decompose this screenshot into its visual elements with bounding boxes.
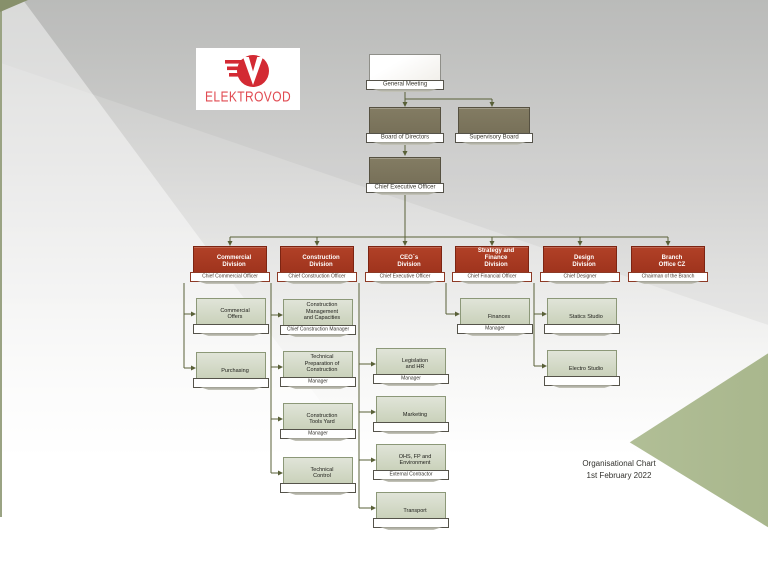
unit-band: Chief Construction Manager (280, 325, 356, 335)
ceo-band: Chief Executive Officer (366, 183, 444, 193)
unit-node-statics-studio: Statics Studio (544, 298, 620, 334)
unit-node-technical-preparation: Technical Preparation of Construction Ma… (280, 351, 356, 387)
org-node-supervisory-board: Supervisory Board (455, 107, 533, 143)
supervisory-label: Supervisory Board (469, 134, 519, 141)
division-officer-label: Chief Designer (563, 273, 597, 279)
unit-label: Finances (487, 314, 511, 321)
division-title: Construction Division (302, 254, 340, 268)
unit-band-label: Manager (485, 325, 505, 331)
unit-node-technical-control: Technical Control (280, 457, 356, 493)
unit-band: External Contractor (373, 470, 449, 480)
unit-label: Construction Tools Yard (306, 412, 338, 426)
division-officer-band: Chairman of the Branch (628, 272, 708, 282)
unit-band (280, 483, 356, 493)
division-officer-label: Chief Construction Officer (288, 273, 346, 279)
unit-label: Construction Management and Capacities (303, 302, 341, 322)
background-corner-triangle (0, 0, 28, 12)
unit-band-label: Manager (308, 430, 328, 436)
chart-caption: Organisational Chart 1st February 2022 (556, 458, 682, 482)
division-officer-band: Chief Designer (540, 272, 620, 282)
unit-band-label: Manager (308, 378, 328, 384)
division-node-commercial: Commercial Division Chief Commercial Off… (190, 246, 270, 282)
unit-label: Statics Studio (569, 314, 603, 321)
unit-node-finances: Finances Manager (457, 298, 533, 334)
unit-node-construction-management: Construction Management and Capacities C… (280, 299, 356, 335)
division-node-strategy-finance: Strategy and Finance Division Chief Fina… (452, 246, 532, 282)
general-meeting-band: General Meeting (366, 80, 444, 90)
unit-label: Commercial Offers (220, 307, 250, 321)
division-title: Strategy and Finance Division (477, 247, 515, 268)
unit-band: Manager (280, 429, 356, 439)
unit-band: Manager (280, 377, 356, 387)
unit-label: OHS, FP and Environment (398, 453, 432, 467)
unit-band (373, 518, 449, 528)
unit-band (544, 376, 620, 386)
unit-node-construction-tools-yard: Construction Tools Yard Manager (280, 403, 356, 439)
board-label: Board of Directors (380, 134, 430, 141)
unit-band-label: External Contractor (389, 471, 433, 477)
unit-node-legislation-hr: Legislation and HR Manager (373, 348, 449, 384)
elektrovod-ev-icon (225, 55, 269, 87)
org-node-general-meeting: General Meeting (366, 54, 444, 90)
division-title: Commercial Division (216, 254, 252, 268)
chart-caption-date: 1st February 2022 (586, 471, 652, 480)
unit-node-commercial-offers: Commercial Offers (193, 298, 269, 334)
division-node-branch-office-cz: Branch Office CZ Chairman of the Branch (628, 246, 708, 282)
division-officer-band: Chief Commercial Officer (190, 272, 270, 282)
board-band: Board of Directors (366, 133, 444, 143)
unit-band (193, 378, 269, 388)
org-node-board-of-directors: Board of Directors (366, 107, 444, 143)
chart-caption-title: Organisational Chart (582, 459, 656, 468)
unit-node-transport: Transport (373, 492, 449, 528)
unit-band-label: Manager (401, 375, 421, 381)
ceo-label: Chief Executive Officer (374, 184, 436, 191)
unit-node-electro-studio: Electro Studio (544, 350, 620, 386)
unit-label: Transport (403, 508, 427, 515)
unit-band: Manager (457, 324, 533, 334)
unit-label: Electro Studio (568, 366, 604, 373)
unit-node-purchasing: Purchasing (193, 352, 269, 388)
unit-label: Marketing (402, 412, 428, 419)
division-title: CEO´s Division (397, 254, 421, 268)
unit-band (544, 324, 620, 334)
company-logo: ELEKTROVOD (196, 48, 300, 110)
supervisory-band: Supervisory Board (455, 133, 533, 143)
unit-band (373, 422, 449, 432)
division-officer-label: Chairman of the Branch (641, 273, 695, 279)
division-title: Design Division (572, 254, 596, 268)
unit-node-marketing: Marketing (373, 396, 449, 432)
unit-label: Legislation and HR (401, 357, 429, 371)
unit-band: Manager (373, 374, 449, 384)
division-title: Branch Office CZ (658, 254, 686, 268)
division-node-ceos: CEO´s Division Chief Executive Officer (365, 246, 445, 282)
division-officer-label: Chief Executive Officer (379, 273, 431, 279)
company-name: ELEKTROVOD (204, 88, 292, 105)
division-officer-band: Chief Executive Officer (365, 272, 445, 282)
unit-label: Technical Preparation of Construction (304, 354, 340, 374)
division-officer-label: Chief Financial Officer (467, 273, 517, 279)
division-officer-band: Chief Construction Officer (277, 272, 357, 282)
division-node-design: Design Division Chief Designer (540, 246, 620, 282)
division-officer-label: Chief Commercial Officer (202, 273, 258, 279)
unit-band (193, 324, 269, 334)
division-officer-band: Chief Financial Officer (452, 272, 532, 282)
unit-label: Technical Control (310, 466, 334, 480)
background-left-edge-line (0, 0, 2, 517)
unit-band-label: Chief Construction Manager (286, 326, 350, 332)
org-node-chief-executive-officer: Chief Executive Officer (366, 157, 444, 193)
general-meeting-label: General Meeting (382, 81, 428, 88)
division-node-construction: Construction Division Chief Construction… (277, 246, 357, 282)
unit-label: Purchasing (221, 368, 249, 375)
unit-node-ohs-fp-environment: OHS, FP and Environment External Contrac… (373, 444, 449, 480)
